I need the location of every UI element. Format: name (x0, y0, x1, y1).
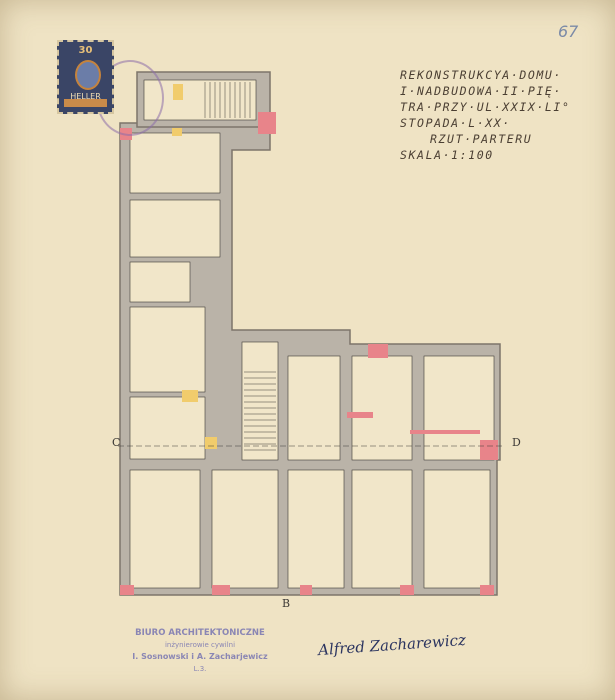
room (351, 469, 413, 589)
new-wall-red (480, 585, 494, 595)
room (129, 132, 221, 194)
folio-number: 67 (558, 22, 579, 41)
room (241, 341, 279, 461)
new-wall-red (212, 585, 230, 595)
stamp-portrait (75, 60, 101, 90)
title-line-4: STOPADA·L·XX· (400, 116, 511, 130)
new-wall-red (410, 430, 480, 434)
demolished-wall-yellow (205, 437, 217, 449)
revenue-stamp-value: 30 (78, 45, 93, 56)
room (211, 469, 279, 589)
title-line-3: TRA·PRZY·UL·XXIX·LI° (400, 100, 571, 114)
room (423, 469, 491, 589)
new-wall-red (480, 440, 498, 460)
room (129, 396, 206, 460)
revenue-stamp-label: HELLER (70, 92, 101, 101)
new-wall-red (400, 585, 414, 595)
room (129, 469, 201, 589)
room (351, 355, 413, 461)
room (287, 355, 341, 461)
office-stamp-line-1: BIURO ARCHITEKTONICZNE (135, 628, 265, 638)
room (129, 306, 206, 393)
office-stamp-line-4: L.3. (193, 665, 207, 673)
axis-marker: D (512, 436, 521, 449)
new-wall-red (120, 585, 134, 595)
revenue-stamp: 30 HELLER (57, 40, 114, 114)
demolished-wall-yellow (173, 84, 183, 100)
axis-marker: B (282, 597, 290, 610)
room (129, 199, 221, 258)
title-line-6: SKALA·1:100 (400, 148, 494, 162)
title-line-2: I·NADBUDOWA·II·PIĘ· (400, 84, 562, 98)
axis-marker: C (112, 436, 120, 449)
new-wall-red (347, 412, 373, 418)
new-wall-red (300, 585, 312, 595)
office-stamp-line-3: I. Sosnowski i A. Zacharjewicz (132, 652, 268, 661)
demolished-wall-yellow (172, 128, 182, 136)
title-line-5: RZUT·PARTERU (430, 132, 533, 146)
office-stamp-line-2: inżynierowie cywilni (164, 641, 236, 649)
title-line-1: REKONSTRUKCYA·DOMU· (400, 68, 562, 82)
new-wall-red (368, 344, 388, 358)
stamp-band (64, 99, 107, 107)
room (129, 261, 191, 303)
new-wall-red (258, 112, 276, 134)
room (287, 469, 345, 589)
demolished-wall-yellow (182, 390, 198, 402)
